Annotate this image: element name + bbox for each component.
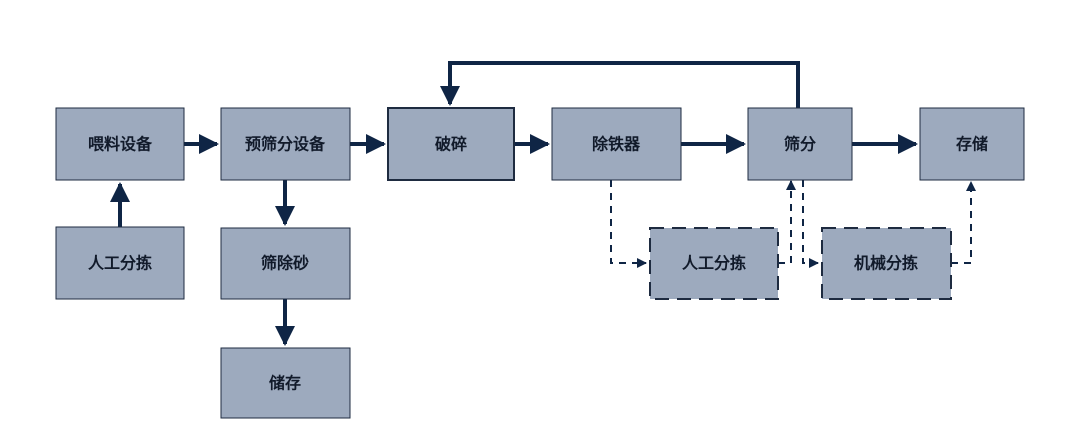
node-screen-label: 筛分	[784, 135, 816, 154]
node-manual-sort-left-label: 人工分拣	[88, 254, 152, 273]
dashed-arrow-mechanical-sort-to-storage	[951, 181, 976, 264]
node-crush: 破碎	[387, 107, 515, 181]
node-sand-removal-label: 筛除砂	[261, 254, 309, 273]
node-storage-main: 存储	[919, 107, 1025, 181]
node-crush-label: 破碎	[435, 135, 467, 154]
node-manual-sort-left: 人工分拣	[55, 226, 185, 300]
node-manual-sort-right: 人工分拣	[649, 227, 779, 300]
node-feed-label: 喂料设备	[88, 135, 153, 154]
node-storage-sand: 储存	[220, 347, 351, 419]
node-iron-removal: 除铁器	[551, 107, 682, 181]
node-mechanical-sort: 机械分拣	[821, 227, 952, 300]
node-iron-removal-label: 除铁器	[592, 135, 641, 154]
node-storage-main-label: 存储	[956, 135, 988, 154]
arrow-screen-recirculate-to-crush	[440, 61, 800, 108]
node-storage-sand-label: 储存	[268, 374, 301, 393]
dashed-arrow-screen-to-mechanical-sort	[802, 180, 819, 268]
dashed-arrow-iron-to-manual-sort	[610, 180, 647, 268]
node-mechanical-sort-label: 机械分拣	[854, 254, 918, 273]
node-screen: 筛分	[747, 107, 853, 181]
node-feed: 喂料设备	[55, 107, 185, 181]
node-manual-sort-right-label: 人工分拣	[682, 254, 746, 273]
node-sand-removal: 筛除砂	[220, 227, 351, 300]
node-prescreen-label: 预筛分设备	[245, 135, 326, 154]
node-prescreen: 预筛分设备	[220, 107, 351, 181]
dashed-arrow-manual-sort-to-screen	[778, 180, 796, 264]
